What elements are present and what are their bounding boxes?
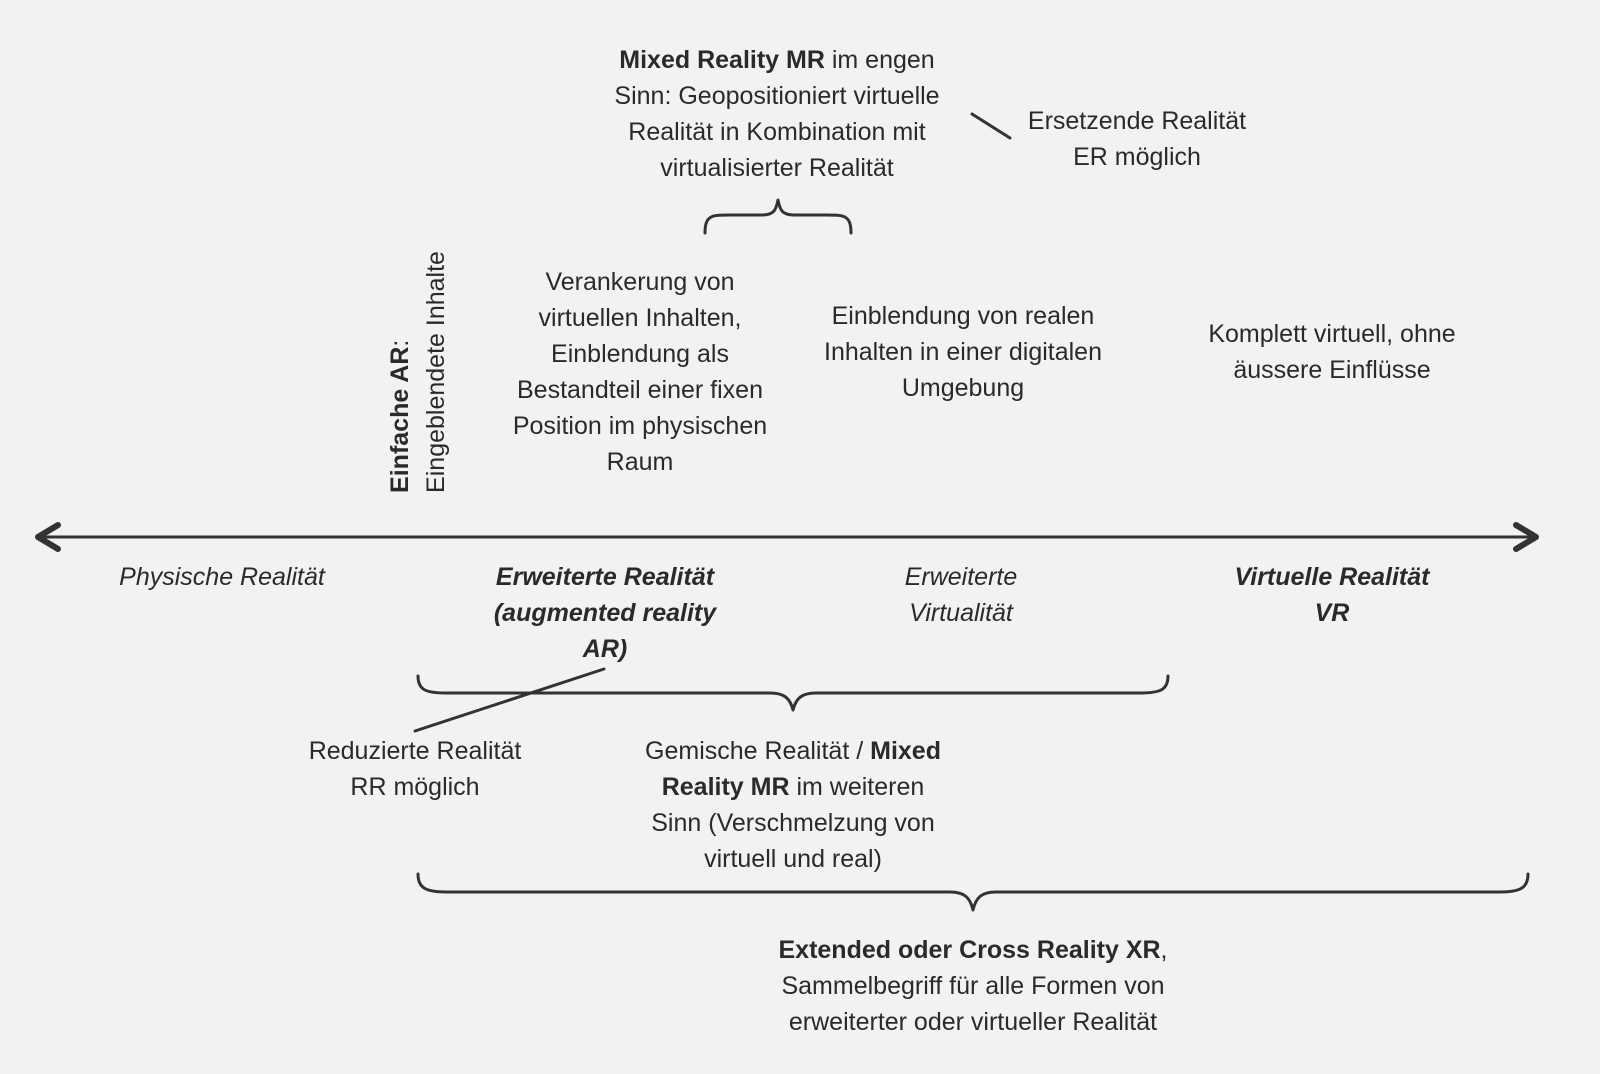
er-text: Ersetzende Realität ER möglich bbox=[1028, 103, 1246, 175]
simple-ar-vertical-text: Einfache AR: Eingeblendete Inhalte bbox=[382, 251, 454, 493]
rr-line: RR möglich bbox=[350, 773, 480, 801]
vr-label-line: VR bbox=[1314, 599, 1350, 627]
vr-label-line: Virtuelle Realität bbox=[1234, 563, 1430, 591]
top-brace bbox=[703, 198, 853, 235]
anchoring-line: Einblendung als bbox=[551, 340, 729, 368]
right-arrowhead bbox=[1513, 522, 1539, 552]
er-line-1: Ersetzende Realität bbox=[1027, 107, 1247, 135]
anchoring-description: Verankerung von virtuellen Inhalten, Ein… bbox=[513, 264, 767, 480]
mr-narrow-line-3: Realität in Kombination mit bbox=[628, 118, 926, 146]
mr-wide-bold-2: Reality MR bbox=[661, 773, 790, 801]
rr-line: Reduzierte Realität bbox=[308, 737, 522, 765]
physical-reality-label: Physische Realität bbox=[119, 559, 325, 595]
anchoring-line: virtuellen Inhalten, bbox=[538, 304, 742, 332]
mr-narrow-text: Mixed Reality MR im engen Sinn: Geoposit… bbox=[614, 42, 939, 186]
mr-narrow-line-4: virtualisierter Realität bbox=[660, 154, 894, 182]
simple-ar-line-2: Eingeblendete Inhalte bbox=[422, 251, 450, 493]
xr-line-3: erweiterter oder virtueller Realität bbox=[788, 1008, 1158, 1036]
left-arrowhead bbox=[35, 522, 61, 552]
xr-brace bbox=[416, 872, 1530, 912]
simple-ar-bold: Einfache AR bbox=[386, 346, 414, 493]
full-virtual-line: Komplett virtuell, ohne bbox=[1208, 320, 1456, 348]
mr-wide-normal-1: Gemische Realität / bbox=[645, 737, 871, 765]
mr-wide-line-4: virtuell und real) bbox=[704, 845, 882, 873]
xr-line-2: Sammelbegriff für alle Formen von bbox=[781, 972, 1165, 1000]
mr-narrow-bold: Mixed Reality MR bbox=[619, 46, 825, 74]
rr-text: Reduzierte Realität RR möglich bbox=[309, 733, 522, 805]
mr-wide-text: Gemische Realität / Mixed Reality MR im … bbox=[645, 733, 941, 877]
anchoring-line: Verankerung von bbox=[545, 268, 735, 296]
real-in-digital-line: Inhalten in einer digitalen bbox=[824, 338, 1102, 366]
xr-text: Extended oder Cross Reality XR, Sammelbe… bbox=[778, 932, 1167, 1040]
ar-label-line: Erweiterte Realität bbox=[495, 563, 715, 591]
mr-wide-brace bbox=[416, 674, 1170, 712]
mr-narrow-line-2: Sinn: Geopositioniert virtuelle bbox=[614, 82, 940, 110]
rr-connector-line bbox=[413, 667, 606, 733]
real-in-digital-description: Einblendung von realen Inhalten in einer… bbox=[824, 298, 1102, 406]
mr-wide-line-3: Sinn (Verschmelzung von bbox=[651, 809, 935, 837]
mr-wide-bold-1: Mixed bbox=[870, 737, 941, 765]
full-virtual-line: äussere Einflüsse bbox=[1233, 356, 1431, 384]
ar-label-line: (augmented reality bbox=[493, 599, 717, 627]
simple-ar-colon: : bbox=[386, 339, 414, 347]
mr-wide-normal-2: im weiteren bbox=[789, 773, 925, 801]
mr-narrow-rest: im engen bbox=[824, 46, 935, 74]
ar-label: Erweiterte Realität (augmented reality A… bbox=[494, 559, 716, 667]
full-virtual-description: Komplett virtuell, ohne äussere Einflüss… bbox=[1208, 316, 1455, 388]
anchoring-line: Position im physischen bbox=[512, 412, 768, 440]
ar-label-line: AR) bbox=[582, 635, 628, 663]
er-connector-line bbox=[970, 112, 1012, 140]
xr-bold: Extended oder Cross Reality XR bbox=[778, 936, 1161, 964]
vr-label: Virtuelle Realität VR bbox=[1235, 559, 1430, 631]
anchoring-line: Raum bbox=[606, 448, 674, 476]
av-label-line: Erweiterte bbox=[904, 563, 1018, 591]
anchoring-line: Bestandteil einer fixen bbox=[517, 376, 763, 404]
er-line-2: ER möglich bbox=[1073, 143, 1201, 171]
av-label-line: Virtualität bbox=[909, 599, 1013, 627]
xr-comma: , bbox=[1160, 936, 1168, 964]
real-in-digital-line: Umgebung bbox=[901, 374, 1025, 402]
physical-reality-text: Physische Realität bbox=[119, 563, 325, 591]
av-label: Erweiterte Virtualität bbox=[905, 559, 1018, 631]
real-in-digital-line: Einblendung von realen bbox=[831, 302, 1095, 330]
